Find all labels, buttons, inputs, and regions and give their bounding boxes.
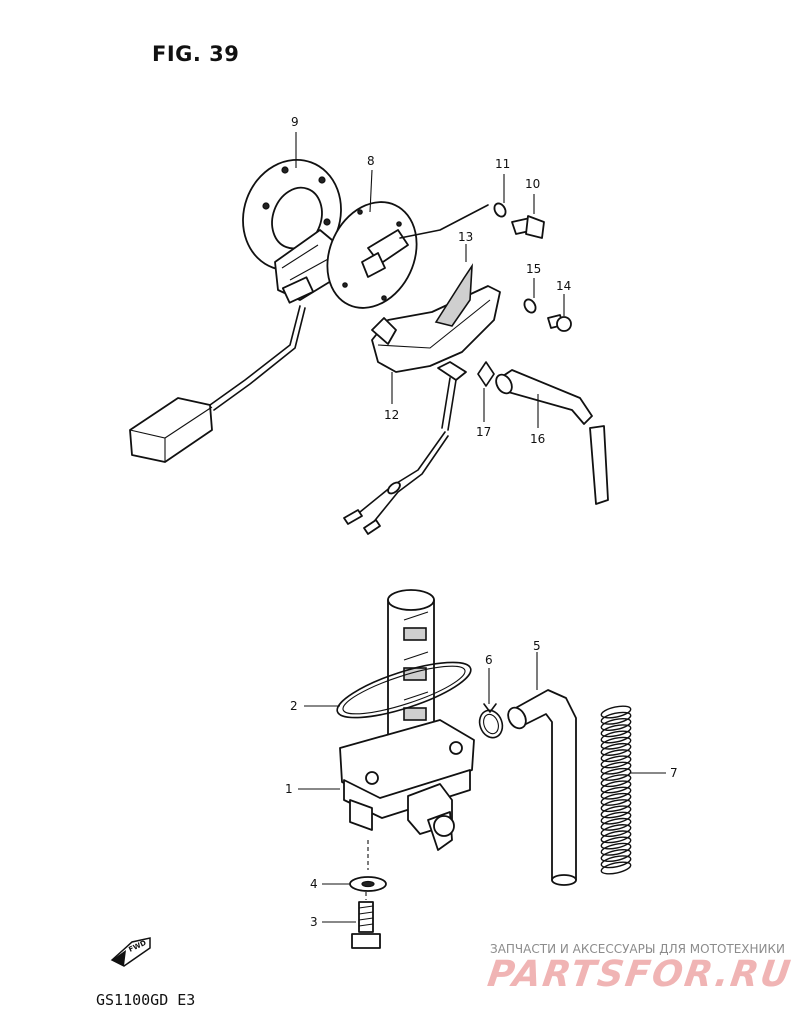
callout-15: 15 (526, 262, 541, 276)
o-ring-inner (342, 665, 466, 715)
spring-coil (600, 811, 632, 825)
fuel-hose (507, 689, 577, 886)
hose-clip-lower (478, 703, 504, 739)
small-screw-and-washer (523, 298, 572, 332)
spring-coil (600, 730, 632, 744)
spring-coil (600, 861, 632, 875)
spring-coil (600, 724, 632, 738)
figure-title: FIG. 39 (152, 42, 240, 66)
gauge-plate (326, 201, 489, 309)
spring-coil (600, 786, 632, 800)
spring-coil (600, 711, 632, 725)
callout-11: 11 (495, 157, 510, 171)
callout-4: 4 (310, 877, 318, 891)
callout-10: 10 (525, 177, 540, 191)
spring-coil (600, 855, 632, 869)
spring-coil (600, 836, 632, 850)
spring-coil (600, 705, 632, 719)
callout-12: 12 (384, 408, 399, 422)
fwd-arrow-icon: FWD (110, 937, 151, 967)
spring-coil (600, 805, 632, 819)
callout-3: 3 (310, 915, 318, 929)
callout-14: 14 (556, 279, 571, 293)
spring-coil (600, 761, 632, 775)
spring-coil (600, 780, 632, 794)
spring-coil (600, 792, 632, 806)
gauge-cover (371, 263, 501, 381)
spring-coil (600, 717, 632, 731)
spring-coil (600, 830, 632, 844)
wiring-harness (343, 377, 457, 535)
callout-1: 1 (285, 782, 293, 796)
watermark-logo: PARTSFOR.RU (485, 954, 795, 995)
callout-5: 5 (533, 639, 541, 653)
bolt (351, 901, 381, 949)
callout-9: 9 (291, 115, 299, 129)
spring-coil (600, 774, 632, 788)
callout-17: 17 (476, 425, 491, 439)
breather-hose (495, 369, 609, 505)
hose-clip (477, 361, 495, 387)
spring-coil (600, 817, 632, 831)
spring-coil (600, 755, 632, 769)
spring-coil (600, 824, 632, 838)
callout-16: 16 (530, 432, 545, 446)
fuel-cock-body (339, 719, 475, 851)
spring-coil (600, 767, 632, 781)
centre-line (365, 840, 369, 900)
spring-coil (600, 749, 632, 763)
callout-2: 2 (290, 699, 298, 713)
o-ring (336, 661, 472, 719)
spring-coil (600, 736, 632, 750)
callout-6: 6 (485, 653, 493, 667)
callout-13: 13 (458, 230, 473, 244)
callouts: 9 8 11 10 13 15 14 12 17 16 5 6 2 7 1 4 (285, 115, 678, 929)
spring-coil (600, 842, 632, 856)
callout-7: 7 (670, 766, 678, 780)
watermark-tagline: ЗАПЧАСТИ И АКСЕССУАРЫ ДЛЯ МОТОТЕХНИКИ (490, 942, 786, 956)
model-code: GS1100GD E3 (96, 991, 196, 1009)
screw-and-washer (493, 202, 545, 239)
washer-hole (361, 880, 375, 888)
coil-spring (600, 705, 632, 875)
callout-8: 8 (367, 154, 375, 168)
fuel-gauge-unit (129, 229, 339, 463)
spring-coil (600, 742, 632, 756)
spring-coil (600, 849, 632, 863)
spring-coil (600, 799, 632, 813)
